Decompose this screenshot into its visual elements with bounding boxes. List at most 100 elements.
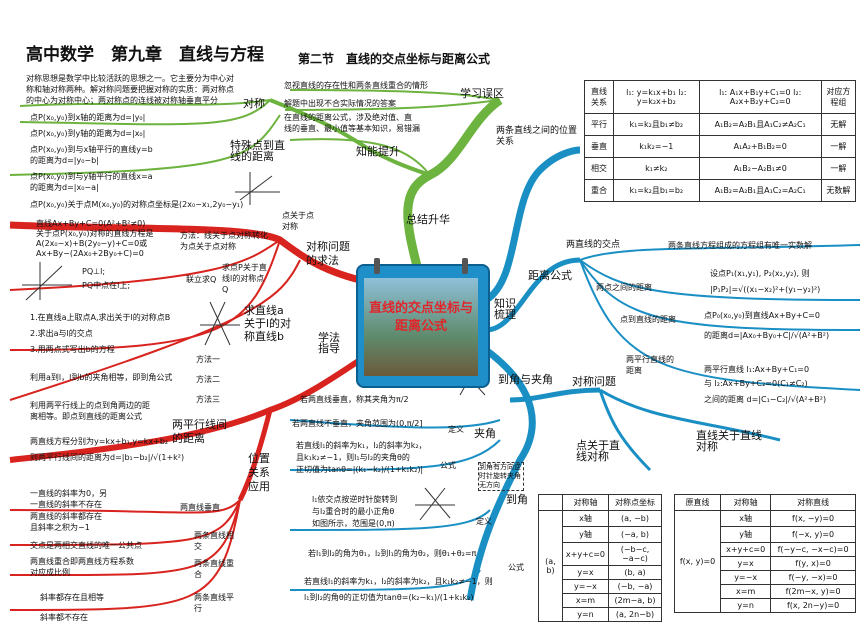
relation-cell: 对应方程组 bbox=[820, 80, 857, 114]
table-cell: y=n bbox=[561, 607, 610, 622]
xiangjiao-item: 交点是两相交直线的唯一公共点 bbox=[30, 541, 142, 550]
dianzhi-2: 的距离d=|Ax₀+By₀+C|/√(A²+B²) bbox=[704, 331, 830, 340]
pingxing-r3: 之间的距离 d=|C₁−C₂|/√(A²+B²) bbox=[704, 395, 827, 404]
intro-line-3: 的中心为对称中心；两对称点的连线被对称轴垂直平分 bbox=[26, 96, 218, 105]
label-pingxing-right: 两平行直线的距离 bbox=[626, 355, 674, 375]
label-daojiao-b: 到角 bbox=[506, 493, 528, 506]
table-cell: x=m bbox=[720, 584, 772, 599]
label-chonghe: 两条直线重合 bbox=[194, 559, 234, 579]
chuizhi-2: 一直线的斜率不存在 bbox=[30, 500, 102, 509]
relation-cell: 一解 bbox=[820, 135, 857, 158]
label-duichen-top: 对称 bbox=[243, 97, 265, 110]
pingxing-2: 离相等。即点到直线的距离公式 bbox=[30, 412, 142, 421]
table-cell: f(−x, y)=0 bbox=[770, 526, 856, 543]
table-row: x=m(2m−a, b) bbox=[539, 593, 662, 608]
center-title: 直线的交点坐标与距离公式 bbox=[368, 301, 473, 334]
label-liangdian: 两点之间的距离 bbox=[596, 283, 652, 292]
chonghe-2: 对应成比例 bbox=[30, 568, 70, 577]
table-cell: (a, 2n−b) bbox=[608, 607, 662, 622]
relation-cell: 无解 bbox=[820, 113, 857, 136]
table-cell: y=−x bbox=[720, 570, 772, 585]
teshu-item-2: 点P(x₀,y₀)到y轴的距离为d=|x₀| bbox=[30, 129, 146, 138]
step-3: 3.用两点式写出b的方程 bbox=[30, 345, 115, 354]
header-cell: 原直线 bbox=[673, 494, 722, 511]
label-lianli: 联立求Q bbox=[186, 275, 217, 284]
table-header: 对称轴对称点坐标 bbox=[538, 494, 662, 511]
label-f2: 方法二 bbox=[196, 375, 220, 384]
side-cell: f(x, y)=0 bbox=[673, 510, 722, 613]
page-title: 高中数学 第九章 直线与方程 bbox=[26, 45, 264, 65]
label-dian-zhi: 点到直线的距离 bbox=[620, 315, 676, 324]
label-duichen: 对称问题 bbox=[572, 375, 616, 388]
daojiao-note: 到角有方向逆时针旋转夹角无方向 bbox=[478, 462, 524, 491]
relation-cell: l₁: y=k₁x+b₁ l₂: y=k₂x+b₂ bbox=[612, 80, 700, 114]
table-cell: f(−y−c, −x−c)=0 bbox=[770, 542, 856, 557]
table-cell: x+y+c=0 bbox=[720, 542, 772, 557]
label-zhishi: 知识梳理 bbox=[494, 297, 516, 321]
linesym-3: A(2x₀−x)+B(2y₀−y)+C=0或 bbox=[36, 239, 148, 248]
intro-line-2: 称和轴对称两种。解对称问题要把握对称的实质：两对称点 bbox=[26, 85, 234, 94]
intro-line-1: 对称思想是数学中比较活跃的思想之一。它主要分为中心对 bbox=[26, 74, 234, 83]
label-gongshi-1: 公式 bbox=[440, 461, 456, 470]
sym-point: 点P(x₀,y₀)关于点M(x₀,y₀)的对称点坐标是(2x₀−x₁,2y₀−y… bbox=[30, 200, 244, 209]
table-cell: (−b, −a) bbox=[608, 579, 662, 594]
chuizhi-4: 且斜率之积为−1 bbox=[30, 523, 90, 532]
label-jiaodian: 两直线的交点 bbox=[566, 240, 621, 250]
branch-red bbox=[9, 221, 361, 284]
dj-item-4: 若l₁到l₂的角为θ₁，l₂到l₁的角为θ₂，则θ₁+θ₂=π bbox=[308, 549, 477, 558]
table-cell: (2m−a, b) bbox=[608, 593, 662, 608]
relation-cell: 无数解 bbox=[820, 179, 857, 202]
table-cell: x=m bbox=[561, 593, 610, 608]
table-cell: y轴 bbox=[720, 526, 772, 543]
relation-cell: A₁A₂+B₁B₂=0 bbox=[698, 135, 822, 158]
teshu-item-6: 的距离为d=|x₀−a| bbox=[30, 183, 99, 192]
relation-cell: l₁: A₁x+B₁y+C₁=0 l₂: A₂x+B₂y+C₂=0 bbox=[698, 80, 822, 114]
dj-item-2: 与l₂重合时的最小正角θ bbox=[312, 507, 395, 516]
teshu-item-4: 的距离为d=|y₀−b| bbox=[30, 156, 99, 165]
linesym-2: 关于点P(x₀,y₀)对称的直线方程是 bbox=[36, 229, 154, 238]
label-juli: 距离公式 bbox=[528, 269, 572, 282]
jj-item-4: 且k₁k₂≠−1，则l₁与l₂的夹角θ的 bbox=[296, 453, 410, 462]
table-cell: f(y, x)=0 bbox=[770, 556, 856, 571]
step-2: 2.求出a与l的交点 bbox=[30, 329, 93, 338]
label-jiajiao: 夹角 bbox=[474, 427, 496, 440]
relation-cell: 一解 bbox=[820, 157, 857, 180]
teshu-item-5: 点P(x₀,y₀)到与y轴平行的直线x=a bbox=[30, 172, 153, 181]
relation-cell: 相交 bbox=[584, 157, 614, 180]
pingxing-item-2: 斜率都不存在 bbox=[40, 613, 88, 622]
label-pingxing-bottom: 两条直线平行 bbox=[194, 593, 234, 613]
label-f1: 方法一 bbox=[196, 355, 220, 364]
point-sym-table: 对称轴对称点坐标(a, b)x轴(a, −b)y轴(−a, b)x+y+c=0(… bbox=[538, 494, 662, 622]
dj-item-3: 如图所示，范围是(0,π) bbox=[312, 519, 395, 528]
relation-cell: k₁=k₂且b₁≠b₂ bbox=[612, 113, 700, 136]
relation-cell: k₁≠k₂ bbox=[612, 157, 700, 180]
teshu-item-3: 点P(x₀,y₀)到与x轴平行的直线y=b bbox=[30, 145, 153, 154]
label-dingyi-2: 定义 bbox=[476, 517, 492, 526]
jiaodian-desc: 两条直线方程组成的方程组有唯一实数解 bbox=[668, 241, 812, 250]
label-weizhi: 位置关系应用 bbox=[248, 452, 270, 493]
chuizhi-3: 两直线的斜率都存在 bbox=[30, 512, 102, 521]
table-row: (a, b)x轴(a, −b) bbox=[538, 510, 662, 622]
table-header: 原直线对称轴对称直线 bbox=[673, 494, 856, 511]
relation-cell: 重合 bbox=[584, 179, 614, 202]
corner-cell bbox=[538, 494, 563, 511]
table-row: y=−x(−b, −a) bbox=[539, 579, 662, 594]
step-1: 1.在直线a上取点A,求出关于l的对称点B bbox=[30, 313, 171, 322]
pingxing-r2: 与 l₂:Ax+By+C₂=0(C₁≠C₂) bbox=[704, 379, 808, 388]
table-row: y=x(b, a) bbox=[539, 565, 662, 580]
label-teshu: 特殊点到直线的距离 bbox=[230, 139, 285, 163]
section-title: 第二节 直线的交点坐标与距离公式 bbox=[298, 52, 491, 66]
xuexi-item-2: 解题中出现不合实际情况的答案 bbox=[284, 99, 396, 108]
xuexi-item-1: 忽视直线的存在性和两条直线重合的情形 bbox=[284, 81, 428, 90]
pq-2: PQ中点在l上; bbox=[82, 281, 131, 290]
jj-item-1: 若两直线垂直，称其夹角为π/2 bbox=[300, 395, 409, 404]
header-cell: 对称轴 bbox=[720, 494, 772, 511]
